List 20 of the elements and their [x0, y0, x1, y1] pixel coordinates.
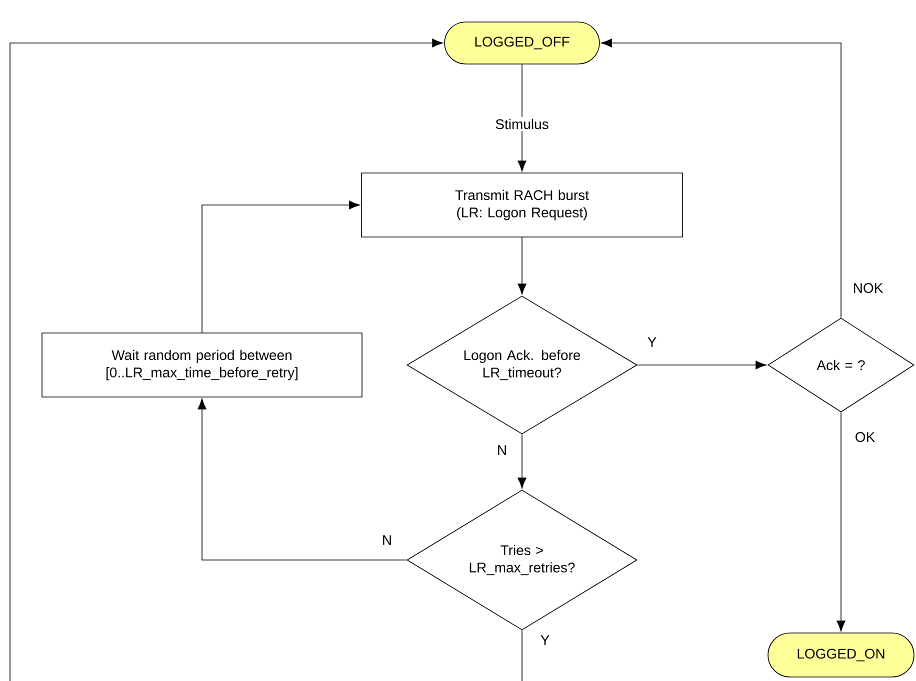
- arrow: [202, 200, 360, 333]
- process-box: Wait random period between [0..LR_max_time_before_retry]: [42, 332, 362, 398]
- edge-label: Y: [645, 335, 659, 349]
- state-terminal: LOGGED_OFF: [444, 22, 600, 64]
- edge-label: NOK: [850, 281, 886, 295]
- state-terminal: LOGGED_ON: [768, 632, 914, 678]
- edge-label: N: [380, 533, 394, 547]
- arrow: [10, 38, 522, 681]
- edge-label: N: [494, 443, 510, 457]
- arrow: [601, 38, 842, 318]
- edge-label: Stimulus: [493, 116, 551, 132]
- process-box: Transmit RACH burst (LR: Logon Request): [361, 172, 683, 238]
- arrow: [518, 64, 526, 172]
- edge-label: Y: [538, 633, 552, 647]
- arrow: [198, 398, 407, 560]
- edge-label: OK: [852, 430, 878, 444]
- arrow: [518, 434, 526, 488]
- arrow: [518, 237, 526, 294]
- arrow: [836, 412, 846, 632]
- arrow: [637, 360, 766, 370]
